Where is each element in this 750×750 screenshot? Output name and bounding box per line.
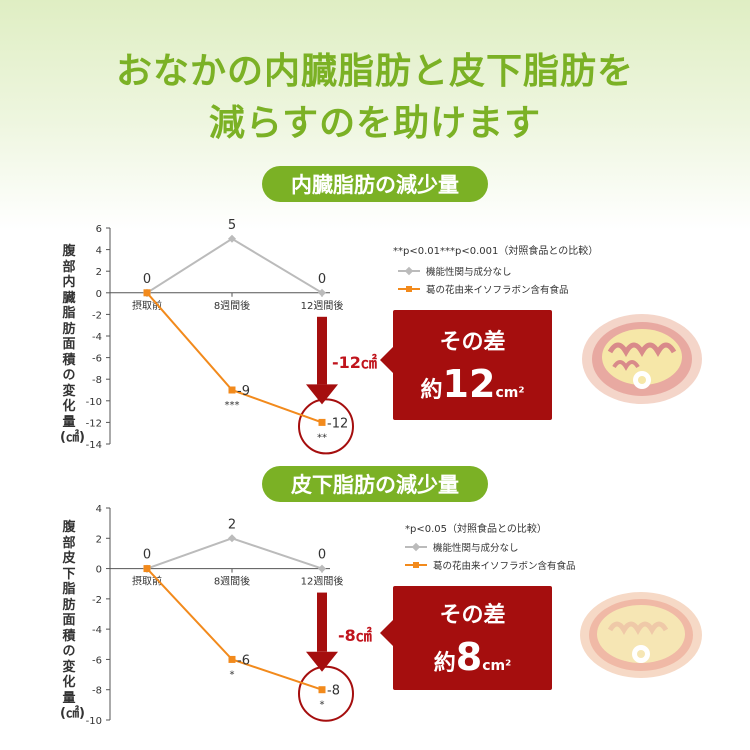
series-line-control (146, 537, 323, 570)
legend-swatch-orange (398, 286, 420, 292)
legend-swatch-orange-2 (405, 562, 427, 568)
difference-label-subcutaneous: -8㎠ (338, 626, 372, 645)
data-label-treatment: -6 (237, 653, 250, 668)
difference-box-visceral: その差 約12cm² (393, 310, 552, 420)
x-tick-label: 8週間後 (214, 299, 250, 312)
significance-marker: *** (225, 400, 240, 411)
y-tick-label: -10 (86, 397, 102, 408)
data-point-control (228, 234, 236, 243)
data-point-control (318, 288, 326, 297)
legend-label-treatment: 葛の花由来イソフラボン含有食品 (426, 285, 569, 296)
data-point-control (318, 564, 326, 573)
y-tick-label: 0 (96, 289, 102, 300)
data-point-treatment (318, 418, 326, 426)
data-label-control: 5 (228, 218, 236, 233)
difference-unit: cm² (495, 385, 525, 401)
x-tick-label: 12週間後 (301, 299, 344, 312)
y-tick-label: -14 (86, 440, 102, 451)
section-title-subcutaneous: 皮下脂肪の減少量 (262, 466, 488, 502)
headline-line-2: 減らすのを助けます (208, 103, 542, 144)
y-tick-label: 4 (96, 246, 102, 257)
y-tick-label: -4 (92, 332, 102, 343)
legend-item-control-2: 機能性関与成分なし (405, 540, 519, 554)
data-point-treatment (228, 386, 236, 394)
data-point-treatment (143, 565, 151, 573)
approx-prefix: 約 (420, 378, 443, 403)
data-label-treatment: -9 (237, 384, 250, 399)
difference-arrow-shaft (317, 316, 327, 385)
significance-marker: ** (317, 432, 327, 443)
y-tick-label: -8 (92, 686, 102, 697)
legend-label-control: 機能性関与成分なし (426, 267, 512, 278)
difference-arrow-head (306, 651, 338, 672)
legend-swatch-gray (398, 270, 420, 272)
y-tick-label: -2 (92, 310, 102, 321)
headline-line-1: おなかの内臓脂肪と皮下脂肪を (115, 51, 634, 92)
data-label-control: 2 (228, 517, 236, 532)
callout-pointer (380, 346, 394, 374)
data-point-treatment (143, 289, 151, 297)
y-tick-label: 2 (96, 534, 102, 545)
significance-note-subcutaneous: *p<0.05（対照食品との比較） (405, 524, 547, 535)
approx-prefix-2: 約 (433, 651, 456, 676)
highlight-circle (298, 398, 354, 455)
difference-label-visceral: -12㎠ (332, 353, 377, 372)
y-tick-label: -4 (92, 625, 102, 636)
difference-caption: その差 (439, 330, 506, 355)
y-tick-label: -12 (86, 418, 102, 429)
section-title-visceral: 内臓脂肪の減少量 (262, 166, 488, 202)
data-point-treatment (228, 655, 236, 663)
difference-value-row: 約12cm² (421, 362, 525, 406)
y-tick-label: 0 (96, 565, 102, 576)
significance-note-visceral: **p<0.01***p<0.001（対照食品との比較） (393, 246, 599, 257)
legend-swatch-gray-2 (405, 546, 427, 548)
difference-value-row-2: 約8cm² (434, 635, 512, 679)
difference-caption-2: その差 (439, 603, 506, 628)
difference-value: 12 (442, 362, 496, 406)
difference-unit-2: cm² (482, 658, 512, 674)
highlight-circle (298, 665, 354, 722)
y-tick-label: -10 (86, 716, 102, 727)
data-label-treatment: -8 (327, 684, 340, 699)
data-label-control: 0 (318, 548, 326, 563)
significance-marker: * (230, 669, 235, 680)
y-tick-label: -8 (92, 375, 102, 386)
data-point-control (228, 534, 236, 543)
difference-box-subcutaneous: その差 約8cm² (393, 586, 552, 690)
legend-label-control-2: 機能性関与成分なし (433, 543, 519, 554)
difference-arrow-shaft (317, 592, 327, 652)
callout-pointer-2 (380, 619, 394, 647)
data-label-control: 0 (143, 548, 151, 563)
x-tick-label: 12週間後 (301, 575, 344, 588)
data-label-treatment: -12 (327, 416, 348, 431)
legend-item-control: 機能性関与成分なし (398, 264, 512, 278)
difference-value-2: 8 (455, 635, 483, 679)
data-label-control: 0 (318, 272, 326, 287)
significance-marker: * (320, 700, 325, 711)
data-point-treatment (318, 686, 326, 694)
legend-label-treatment-2: 葛の花由来イソフラボン含有食品 (433, 561, 576, 572)
x-tick-label: 8週間後 (214, 575, 250, 588)
difference-arrow-head (306, 384, 338, 405)
legend-item-treatment: 葛の花由来イソフラボン含有食品 (398, 282, 569, 296)
y-tick-label: 4 (96, 504, 102, 515)
y-tick-label: -6 (92, 655, 102, 666)
series-line-control (146, 237, 323, 294)
subcutaneous-fat-ct-illustration (580, 592, 702, 678)
visceral-fat-ct-illustration (582, 314, 702, 404)
y-tick-label: 6 (96, 224, 102, 235)
y-tick-label: -2 (92, 595, 102, 606)
y-tick-label: 2 (96, 267, 102, 278)
y-tick-label: -6 (92, 354, 102, 365)
legend-item-treatment-2: 葛の花由来イソフラボン含有食品 (405, 558, 576, 572)
data-label-control: 0 (143, 272, 151, 287)
